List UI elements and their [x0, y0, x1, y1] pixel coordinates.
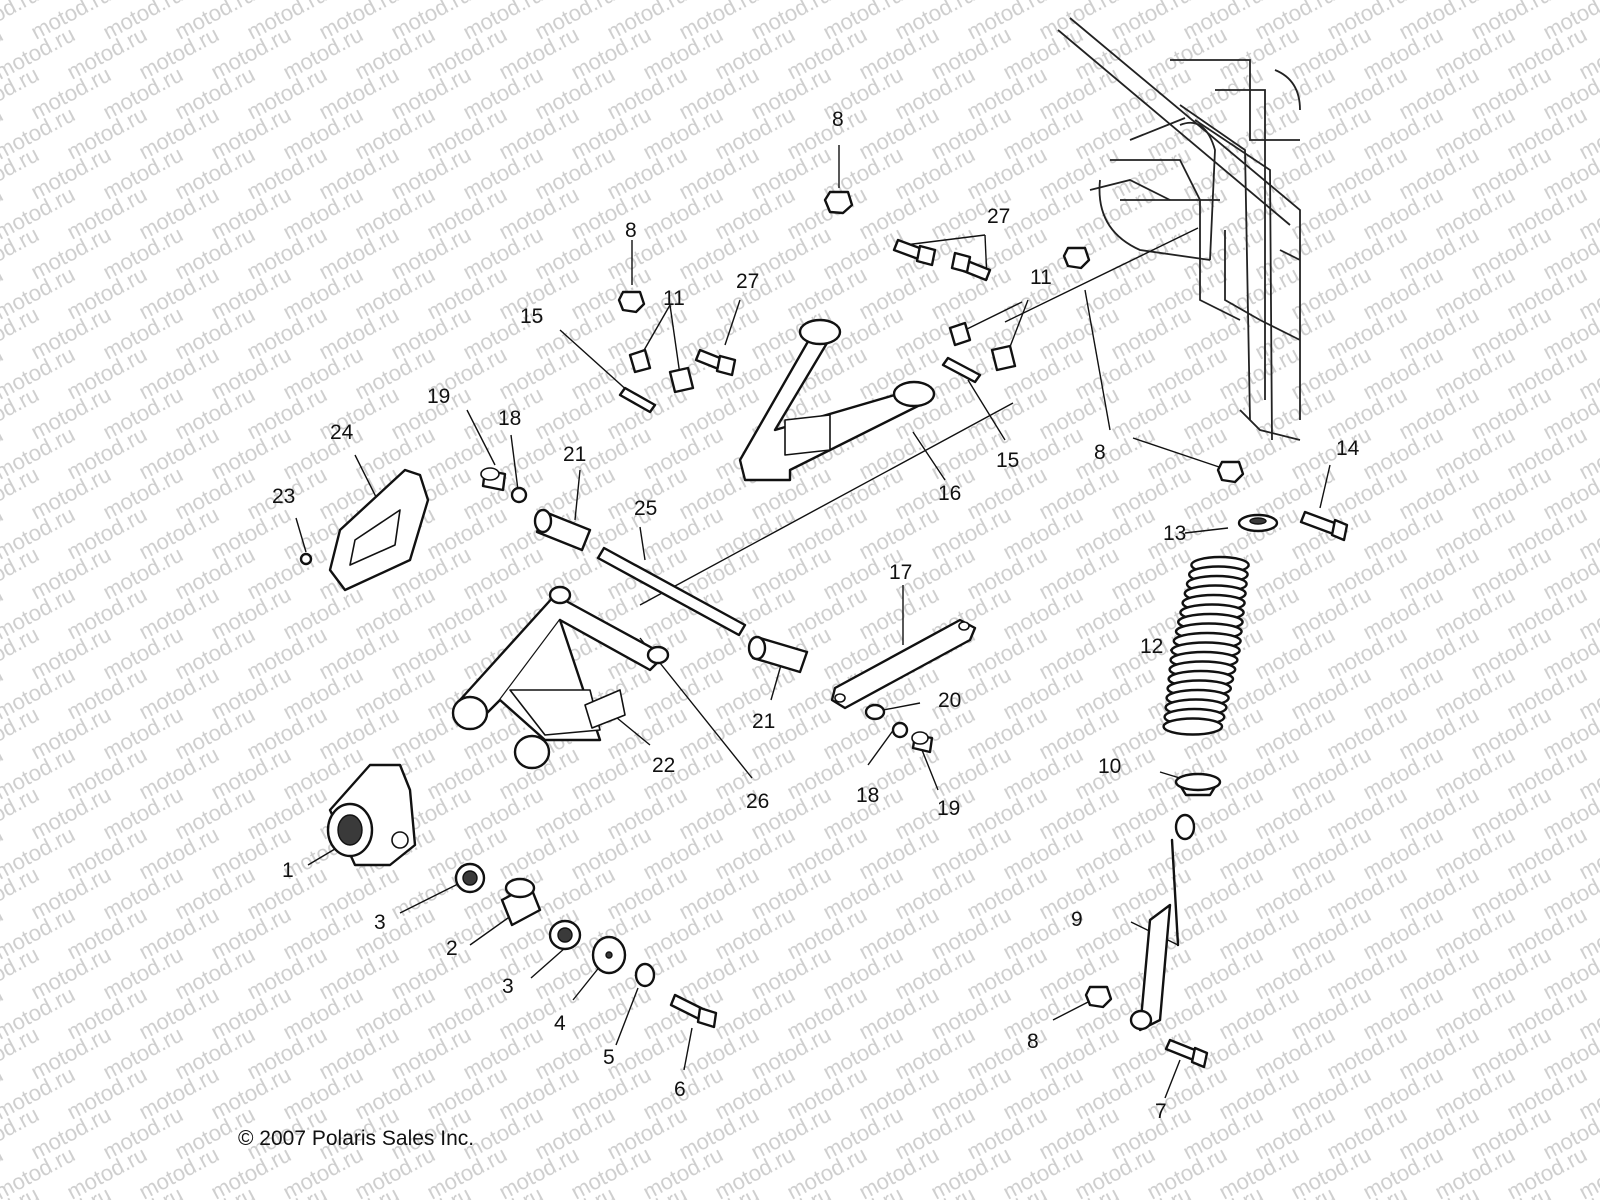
bearing-carrier	[326, 763, 417, 867]
callout-20: 20	[938, 689, 961, 712]
bushing-21a	[533, 508, 592, 552]
callout-15a: 15	[520, 305, 543, 328]
callout-3b: 3	[502, 975, 514, 998]
callout-8a: 8	[832, 108, 844, 131]
bearing-3a	[454, 862, 486, 894]
callout-26: 26	[746, 790, 769, 813]
bolt-19b	[911, 731, 934, 754]
callout-8c: 8	[1094, 441, 1106, 464]
bolts-27	[694, 238, 992, 377]
callout-21b: 21	[752, 710, 775, 733]
washer-5	[634, 962, 656, 988]
bushing-21b	[747, 635, 809, 674]
nut-18b	[891, 721, 909, 739]
bolt-6	[669, 993, 718, 1029]
spring-12	[1162, 555, 1250, 736]
bolt-14	[1299, 510, 1349, 542]
callout-7: 7	[1155, 1100, 1167, 1123]
callout-22: 22	[652, 754, 675, 777]
spacer-2	[500, 877, 542, 927]
callout-6: 6	[674, 1078, 686, 1101]
spring-coil	[1162, 717, 1224, 736]
callout-16: 16	[938, 482, 961, 505]
callout-10: 10	[1098, 755, 1121, 778]
upper-a-arm	[738, 318, 936, 482]
washer-20	[864, 703, 886, 721]
spring-retainer-10	[1174, 772, 1222, 797]
callout-19a: 19	[427, 385, 450, 408]
nut-18a	[510, 486, 528, 504]
callout-8d: 8	[1027, 1030, 1039, 1053]
bushings-11	[628, 321, 1017, 394]
callout-12: 12	[1140, 635, 1163, 658]
leader-lines	[295, 145, 1331, 1099]
callout-11a: 11	[663, 287, 685, 310]
callout-1: 1	[282, 859, 294, 882]
callout-4: 4	[554, 1012, 566, 1035]
callout-25: 25	[634, 497, 657, 520]
pins-15	[618, 356, 982, 414]
callout-23: 23	[272, 485, 295, 508]
watermark-text: motod.ru	[1575, 0, 1600, 4]
callout-3a: 3	[374, 911, 386, 934]
callout-8b: 8	[625, 219, 637, 242]
callout-11b: 11	[1030, 266, 1052, 289]
callout-15b: 15	[996, 449, 1019, 472]
bolt-19a	[480, 467, 507, 492]
vehicle-frame	[1057, 17, 1301, 441]
washer-4	[591, 935, 627, 975]
callout-17: 17	[889, 561, 912, 584]
callout-14: 14	[1336, 437, 1360, 460]
screw-23	[299, 552, 313, 566]
callout-13: 13	[1163, 522, 1186, 545]
callout-21a: 21	[563, 443, 586, 466]
stabilizer-link-17	[830, 618, 977, 710]
callout-2: 2	[446, 937, 458, 960]
callout-18a: 18	[498, 407, 521, 430]
callout-9: 9	[1071, 908, 1083, 931]
lower-a-arm	[451, 585, 670, 770]
callout-5: 5	[603, 1046, 615, 1069]
shock-absorber-9	[1129, 813, 1196, 1032]
callout-18b: 18	[856, 784, 879, 807]
callout-27b: 27	[736, 270, 759, 293]
callout-24: 24	[330, 421, 354, 444]
callouts: 1 2 3 3 4 5 6 7 8 8 8 8 9 10 11 11 12 13…	[272, 108, 1360, 1123]
callout-19b: 19	[937, 797, 960, 820]
bolt-7	[1164, 1038, 1209, 1069]
spring-seat-13	[1237, 513, 1279, 533]
copyright-notice: © 2007 Polaris Sales Inc.	[238, 1127, 475, 1150]
bearing-3b	[548, 919, 582, 951]
tie-rod-25	[596, 546, 747, 637]
callout-27a: 27	[987, 205, 1010, 228]
guard-24	[328, 468, 430, 592]
nuts-8	[617, 190, 1245, 1009]
